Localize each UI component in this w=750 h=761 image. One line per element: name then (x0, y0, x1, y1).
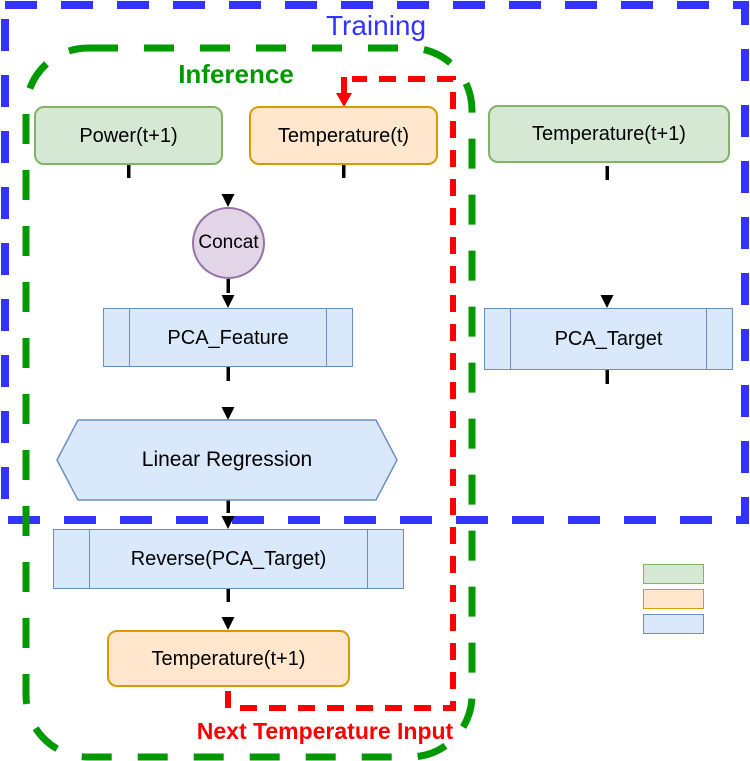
node-pca-target[interactable]: PCA_Target (484, 308, 733, 370)
process-divider-left (129, 309, 130, 366)
node-temperature-t1-bottom-label: Temperature(t+1) (151, 647, 306, 670)
node-temperature-t1-top[interactable]: Temperature(t+1) (488, 105, 730, 163)
node-pca-target-label: PCA_Target (554, 328, 663, 350)
arrowhead-into-regression-icon (221, 407, 235, 420)
connector-stub-temperature-t (342, 164, 346, 178)
node-temperature-t1-bottom[interactable]: Temperature(t+1) (107, 630, 350, 687)
process-divider-left (510, 309, 511, 369)
legend-swatch-blue (643, 614, 704, 634)
connector-stub-regression-out (226, 500, 230, 513)
node-temperature-t1-top-label: Temperature(t+1) (532, 123, 686, 145)
arrowhead-into-temperature-t1-bottom-icon (221, 617, 235, 630)
node-reverse-pca-target-label: Reverse(PCA_Target) (130, 548, 327, 570)
node-reverse-pca-target[interactable]: Reverse(PCA_Target) (53, 529, 404, 589)
legend-swatch-orange (643, 589, 704, 609)
node-temperature-t-label: Temperature(t) (277, 124, 410, 147)
arrowhead-into-pca-target-icon (600, 295, 614, 308)
inference-region-label: Inference (178, 59, 294, 89)
arrowhead-into-concat-icon (221, 194, 235, 207)
arrowhead-into-pca-feature-icon (221, 295, 235, 308)
node-linear-regression-label: Linear Regression (141, 448, 313, 471)
next-temperature-feedback-path (225, 76, 456, 711)
node-power-t1-label: Power(t+1) (79, 124, 178, 147)
connector-stub-temperature-t1-out (605, 166, 609, 180)
node-pca-feature-label: PCA_Feature (167, 326, 289, 349)
arrowhead-into-reverse-icon (221, 516, 235, 529)
connector-stub-reverse-out (226, 589, 230, 602)
connector-stub-pca-feature-out (226, 367, 230, 381)
node-temperature-t[interactable]: Temperature(t) (249, 106, 438, 165)
red-arrowhead-icon (336, 93, 352, 107)
node-pca-feature[interactable]: PCA_Feature (103, 308, 353, 367)
process-divider-left (89, 530, 90, 588)
connector-stub-power (127, 164, 131, 178)
process-divider-right (367, 530, 368, 588)
training-region-label: Training (325, 10, 427, 41)
legend-swatch-green (643, 564, 704, 584)
node-power-t1[interactable]: Power(t+1) (34, 106, 223, 165)
node-concat-label: Concat (198, 231, 259, 253)
node-concat[interactable]: Concat (192, 207, 265, 279)
connector-stub-concat-out (226, 279, 230, 293)
connector-stub-pca-target-out (605, 370, 609, 384)
process-divider-right (706, 309, 707, 369)
process-divider-right (326, 309, 327, 366)
next-temperature-input-label: Next Temperature Input (196, 718, 454, 744)
